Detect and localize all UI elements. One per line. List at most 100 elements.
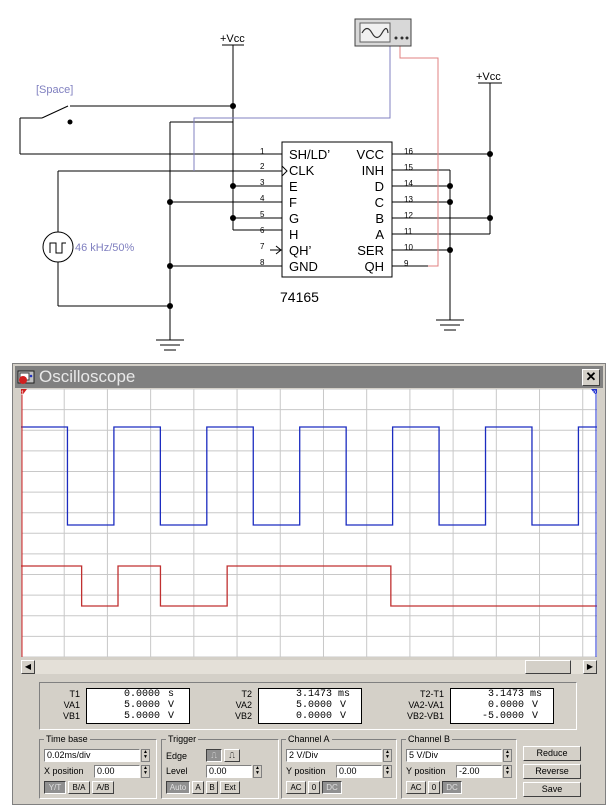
trigger-title: Trigger bbox=[166, 733, 199, 745]
pin-number: 8 bbox=[260, 258, 265, 267]
timebase-scale-spinner[interactable]: ▲▼ bbox=[141, 749, 150, 762]
pin-name: H bbox=[289, 227, 299, 242]
save-button[interactable]: Save bbox=[523, 782, 581, 797]
t1-label: T1 bbox=[69, 689, 80, 699]
close-button[interactable]: ✕ bbox=[582, 369, 600, 386]
va1-label: VA1 bbox=[63, 700, 80, 710]
t2-readout-box bbox=[258, 688, 362, 724]
channel-a-ypos-label: Y position bbox=[286, 766, 326, 776]
channel-a-ypos-spinner[interactable]: ▲▼ bbox=[383, 765, 392, 778]
t2-unit: ms bbox=[338, 689, 351, 700]
channel-b-scale-field[interactable]: 5 V/Div bbox=[406, 749, 502, 762]
channel-b-ac-button[interactable]: AC bbox=[406, 781, 426, 794]
pin-name: C bbox=[374, 195, 384, 210]
horizontal-scrollbar[interactable]: ◀ ▶ bbox=[21, 660, 597, 674]
pin-name: E bbox=[289, 179, 298, 194]
t1-value: 0.0000 bbox=[123, 689, 160, 700]
cursor-readout-panel: T1 VA1 VB1 0.0000 s 5.0000 V 5.0000 V T2… bbox=[39, 682, 577, 730]
channel-b-scale-spinner[interactable]: ▲▼ bbox=[503, 749, 512, 762]
pin-number: 14 bbox=[404, 179, 413, 188]
channel-a-scale-spinner[interactable]: ▲▼ bbox=[383, 749, 392, 762]
ab-mode-button[interactable]: A/B bbox=[92, 781, 114, 794]
channel-a-ac-button[interactable]: AC bbox=[286, 781, 306, 794]
t2-label: T2 bbox=[241, 689, 252, 699]
pin-number: 10 bbox=[404, 243, 413, 252]
trigger-level-label: Level bbox=[166, 766, 188, 776]
pin-name: A bbox=[375, 227, 384, 242]
vb2-value: 0.0000 bbox=[295, 711, 332, 722]
auto-trigger-button[interactable]: Auto bbox=[166, 781, 190, 794]
scroll-thumb[interactable] bbox=[525, 660, 571, 674]
title-bar[interactable]: Oscilloscope ✕ bbox=[15, 366, 603, 388]
va2-value: 5.0000 bbox=[295, 700, 332, 711]
window-title: Oscilloscope bbox=[39, 367, 136, 386]
yt-mode-button[interactable]: Y/T bbox=[44, 781, 66, 794]
pin-number: 3 bbox=[260, 178, 265, 187]
scroll-right-button[interactable]: ▶ bbox=[583, 660, 597, 674]
trigger-a-button[interactable]: A bbox=[192, 781, 204, 794]
channel-a-group: Channel A 2 V/Div ▲▼ Y position 0.00 ▲▼ … bbox=[281, 733, 397, 799]
delta-readout-box bbox=[450, 688, 554, 724]
trigger-ext-button[interactable]: Ext bbox=[220, 781, 240, 794]
vb2-unit: V bbox=[340, 711, 347, 722]
channel-b-title: Channel B bbox=[406, 733, 453, 745]
cursor-delta-readout: T2-T1 VA2-VA1 VB2-VB1 3.1473 ms 0.0000 V… bbox=[398, 688, 578, 725]
falling-edge-button[interactable]: ⎍ bbox=[224, 749, 240, 762]
pin-name: B bbox=[375, 211, 384, 226]
pin-name: SH/LD’ bbox=[289, 147, 331, 162]
reverse-button[interactable]: Reverse bbox=[523, 764, 581, 779]
pin-name: INH bbox=[361, 163, 384, 178]
vb1-label: VB1 bbox=[62, 711, 80, 721]
channel-b-zero-button[interactable]: 0 bbox=[428, 781, 440, 794]
vb2-label: VB2 bbox=[234, 711, 252, 721]
pin-name: QH bbox=[364, 259, 385, 274]
vb1-unit: V bbox=[168, 711, 175, 722]
dvb-value: -5.0000 bbox=[481, 711, 524, 722]
va1-value: 5.0000 bbox=[123, 700, 160, 711]
reduce-button[interactable]: Reduce bbox=[523, 746, 581, 761]
pin-number: 12 bbox=[404, 211, 413, 220]
cursor-1-readout: T1 VA1 VB1 0.0000 s 5.0000 V 5.0000 V bbox=[40, 688, 210, 725]
channel-a-dc-button[interactable]: DC bbox=[322, 781, 342, 794]
vcc-label-right: +Vcc bbox=[476, 71, 501, 83]
ba-mode-button[interactable]: B/A bbox=[68, 781, 90, 794]
timebase-group: Time base 0.02ms/div ▲▼ X position 0.00 … bbox=[39, 733, 157, 799]
timebase-xpos-label: X position bbox=[44, 766, 84, 776]
switch-key-label: [Space] bbox=[36, 84, 74, 96]
timebase-xpos-field[interactable]: 0.00 bbox=[94, 765, 140, 778]
pin-number: 16 bbox=[404, 147, 413, 156]
trigger-level-spinner[interactable]: ▲▼ bbox=[253, 765, 262, 778]
pin-number: 7 bbox=[260, 242, 265, 251]
channel-b-group: Channel B 5 V/Div ▲▼ Y position -2.00 ▲▼… bbox=[401, 733, 517, 799]
scroll-left-button[interactable]: ◀ bbox=[21, 660, 35, 674]
pin-number: 6 bbox=[260, 226, 265, 235]
trigger-group: Trigger Edge ⎍ ⎍ Level 0.00 ▲▼ Auto A B … bbox=[161, 733, 279, 799]
circuit-schematic: +Vcc +Vcc [Space] 46 kHz/50% 74165 1 2 3… bbox=[0, 0, 610, 360]
va2-unit: V bbox=[340, 700, 347, 711]
trigger-level-field[interactable]: 0.00 bbox=[206, 765, 252, 778]
vcc-label-left: +Vcc bbox=[220, 33, 245, 45]
channel-a-scale-field[interactable]: 2 V/Div bbox=[286, 749, 382, 762]
channel-a-zero-button[interactable]: 0 bbox=[308, 781, 320, 794]
pin-number: 9 bbox=[404, 259, 409, 268]
rising-edge-button[interactable]: ⎍ bbox=[206, 749, 222, 762]
timebase-scale-field[interactable]: 0.02ms/div bbox=[44, 749, 140, 762]
oscilloscope-app-icon bbox=[17, 370, 35, 384]
vb1-value: 5.0000 bbox=[123, 711, 160, 722]
dva-label: VA2-VA1 bbox=[408, 700, 444, 710]
dt-value: 3.1473 bbox=[487, 689, 524, 700]
channel-a-ypos-field[interactable]: 0.00 bbox=[336, 765, 382, 778]
channel-b-dc-button[interactable]: DC bbox=[442, 781, 462, 794]
trigger-b-button[interactable]: B bbox=[206, 781, 218, 794]
pin-name: G bbox=[289, 211, 300, 226]
channel-b-ypos-spinner[interactable]: ▲▼ bbox=[503, 765, 512, 778]
va2-label: VA2 bbox=[235, 700, 252, 710]
channel-b-ypos-field[interactable]: -2.00 bbox=[456, 765, 502, 778]
pin-number: 4 bbox=[260, 194, 265, 203]
pin-name: D bbox=[374, 179, 384, 194]
dva-unit: V bbox=[532, 700, 539, 711]
cursor-2-readout: T2 VA2 VB2 3.1473 ms 5.0000 V 0.0000 V bbox=[212, 688, 382, 725]
timebase-xpos-spinner[interactable]: ▲▼ bbox=[141, 765, 150, 778]
